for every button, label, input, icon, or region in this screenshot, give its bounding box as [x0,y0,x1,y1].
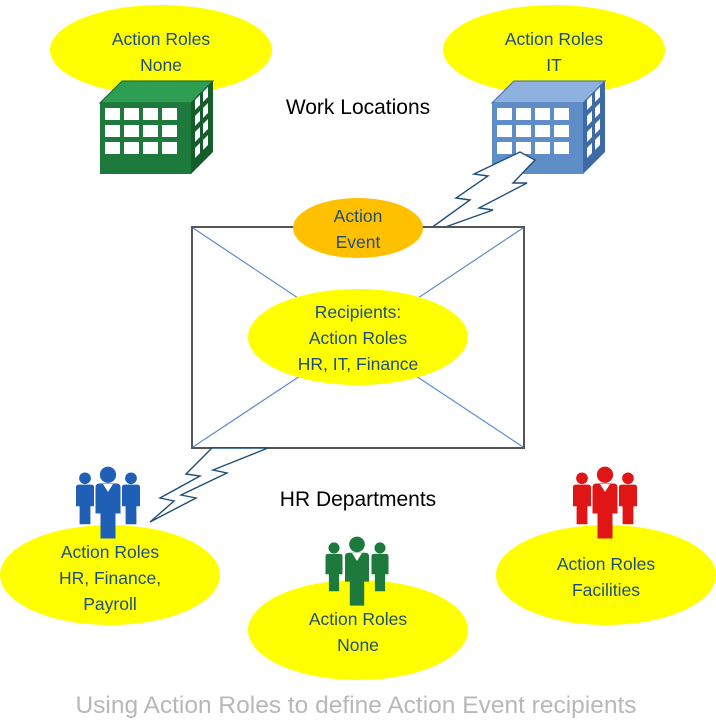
department-right-line1: Action Roles [557,554,655,574]
department-middle-line1: Action Roles [309,609,407,629]
department-middle-oval: Action Roles None [248,580,468,680]
department-left-line3: Payroll [83,594,137,614]
department-left-line1: Action Roles [61,542,159,562]
lightning-bolt-icon-bottom [149,447,269,523]
office-building-blue-icon [490,80,607,174]
action-event-line1: Action [334,206,383,226]
work-location-right-line1: Action Roles [505,29,603,49]
department-middle-line2: None [337,635,379,655]
work-locations-heading: Work Locations [286,96,430,119]
work-location-right-oval: Action Roles IT [443,5,665,95]
people-group-green-icon [325,536,389,606]
diagram-caption: Using Action Roles to define Action Even… [75,692,636,719]
hr-departments-heading: HR Departments [280,488,436,511]
people-group-blue-icon [76,466,140,539]
department-left-line2: HR, Finance, [59,568,161,588]
people-group-red-icon [573,466,637,539]
recipients-line1: Recipients: [315,302,402,322]
office-building-green-icon [98,80,215,174]
recipients-line3: HR, IT, Finance [298,354,419,374]
lightning-bolt-icon-top [419,151,537,237]
recipients-line2: Action Roles [309,328,407,348]
recipients-oval: Recipients: Action Roles HR, IT, Finance [248,289,468,385]
action-event-oval: Action Event [293,198,423,258]
action-event-line2: Event [336,232,381,252]
work-location-left-oval: Action Roles None [50,5,272,95]
work-location-left-line2: None [140,55,182,75]
work-location-left-line1: Action Roles [112,29,210,49]
work-location-right-line2: IT [546,55,562,75]
department-right-oval: Action Roles Facilities [496,525,716,625]
department-left-oval: Action Roles HR, Finance, Payroll [0,525,220,625]
department-right-line2: Facilities [572,580,640,600]
